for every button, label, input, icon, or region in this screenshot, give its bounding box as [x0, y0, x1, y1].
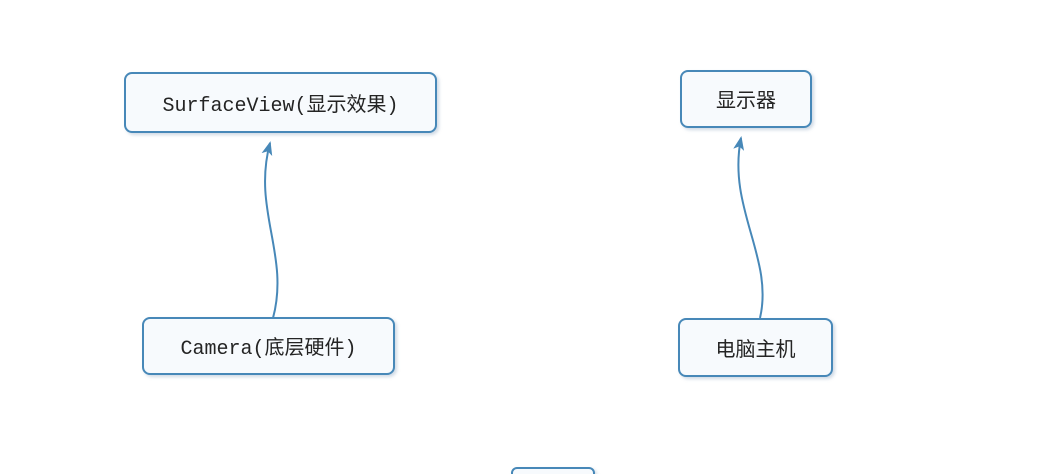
node-camera-label: Camera(底层硬件)	[180, 338, 357, 361]
arrow-host-to-monitor	[733, 136, 764, 319]
node-monitor: 显示器	[680, 70, 812, 128]
node-host-label: 电脑主机	[715, 339, 796, 363]
node-surfaceview: SurfaceView(显示效果)	[124, 72, 437, 133]
node-surfaceview-label: SurfaceView(显示效果)	[162, 94, 399, 118]
node-partial-bottom	[511, 467, 595, 474]
node-camera: Camera(底层硬件)	[142, 317, 395, 375]
arrow-camera-to-surfaceview	[261, 141, 279, 319]
node-monitor-label: 显示器	[716, 91, 776, 114]
node-host: 电脑主机	[678, 318, 833, 377]
